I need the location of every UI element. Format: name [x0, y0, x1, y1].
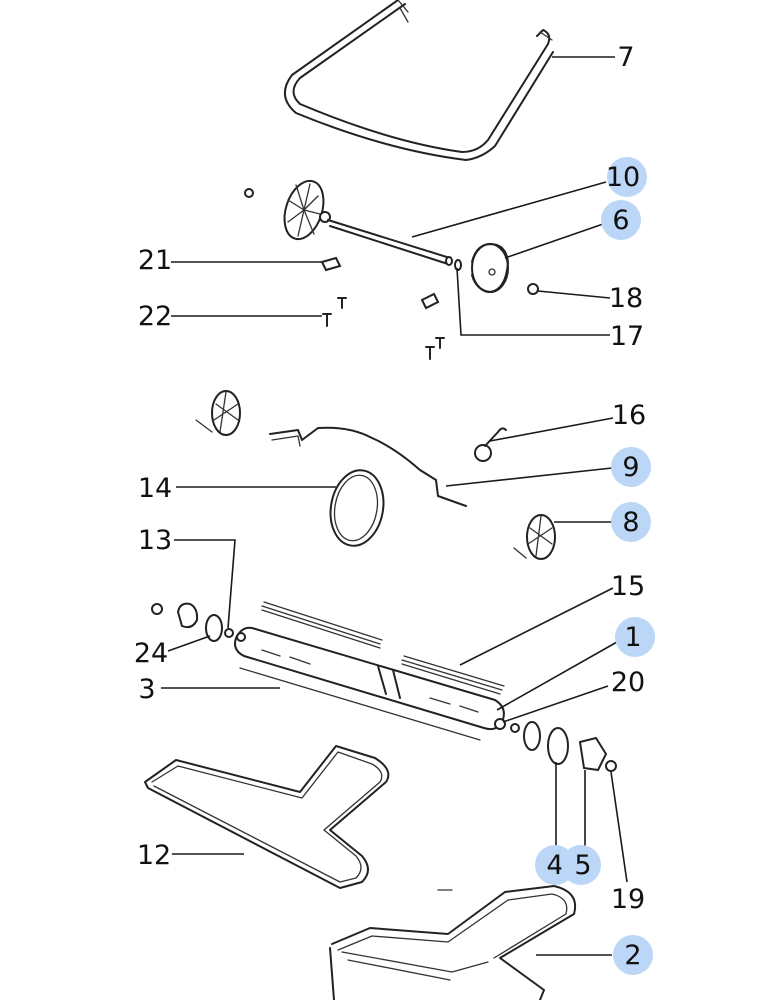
callout-label-22: 22	[138, 301, 172, 332]
leader-20	[502, 685, 609, 723]
leader-15	[459, 587, 614, 666]
callout-label-12: 12	[137, 840, 171, 871]
callout-label-7: 7	[617, 42, 634, 73]
leader-13	[174, 539, 236, 629]
callout-2: 2	[613, 935, 653, 975]
leader-24	[167, 635, 211, 652]
callout-15: 15	[611, 571, 645, 602]
callout-24: 24	[134, 638, 168, 669]
leader-18	[537, 290, 611, 299]
callout-label-8: 8	[622, 507, 639, 538]
brush-roll-assembly	[151, 601, 617, 772]
callout-label-10: 10	[606, 162, 640, 193]
callout-19: 19	[611, 884, 645, 915]
part-7-handle	[284, 0, 554, 161]
callout-16: 16	[612, 400, 646, 431]
wheel-spokes	[287, 183, 321, 237]
part-12-seal	[144, 745, 390, 889]
callout-22: 22	[138, 301, 172, 332]
callout-18: 18	[609, 283, 643, 314]
callout-label-1: 1	[624, 622, 641, 653]
callout-20: 20	[611, 667, 645, 698]
callout-17: 17	[610, 321, 644, 352]
leader-9	[445, 467, 613, 487]
callout-highlight-5	[561, 845, 601, 885]
callout-highlight-10	[607, 157, 647, 197]
callout-label-18: 18	[609, 283, 643, 314]
callout-label-2: 2	[624, 940, 641, 971]
callout-label-24: 24	[134, 638, 168, 669]
callout-highlight-2	[613, 935, 653, 975]
callout-label-4: 4	[546, 850, 563, 881]
callout-label-19: 19	[611, 884, 645, 915]
callouts: 7 10 6 21 18 22 17 16	[134, 42, 655, 975]
callout-13: 13	[138, 525, 172, 556]
callout-highlight-1	[615, 617, 655, 657]
callout-highlight-6	[601, 200, 641, 240]
callout-label-21: 21	[138, 245, 172, 276]
callout-12: 12	[137, 840, 171, 871]
callout-3: 3	[138, 674, 155, 705]
callout-label-3: 3	[138, 674, 155, 705]
callout-label-20: 20	[611, 667, 645, 698]
leader-19	[610, 771, 628, 883]
callout-7: 7	[617, 42, 634, 73]
callout-1: 1	[615, 617, 655, 657]
callout-10: 10	[606, 157, 647, 197]
callout-highlight-9	[611, 447, 651, 487]
leader-16	[489, 417, 614, 442]
callout-5: 5	[561, 845, 601, 885]
callout-21: 21	[138, 245, 172, 276]
callout-8: 8	[611, 502, 651, 542]
callout-label-14: 14	[138, 473, 172, 504]
height-adjust-assembly	[195, 390, 556, 560]
axle-assembly	[244, 179, 539, 360]
callout-label-15: 15	[611, 571, 645, 602]
callout-14: 14	[138, 473, 172, 504]
callout-label-17: 17	[610, 321, 644, 352]
callout-label-16: 16	[612, 400, 646, 431]
callout-6: 6	[601, 200, 641, 240]
leader-10	[411, 181, 607, 238]
callout-label-13: 13	[138, 525, 172, 556]
callout-label-9: 9	[622, 452, 639, 483]
leader-6	[504, 222, 607, 259]
part-2-base-plate	[329, 885, 576, 1000]
callout-label-6: 6	[612, 205, 629, 236]
leader-1	[496, 641, 618, 711]
callout-label-5: 5	[574, 850, 591, 881]
callout-highlight-8	[611, 502, 651, 542]
leader-lines	[161, 56, 628, 956]
callout-9: 9	[611, 447, 651, 487]
leader-17	[456, 267, 610, 336]
